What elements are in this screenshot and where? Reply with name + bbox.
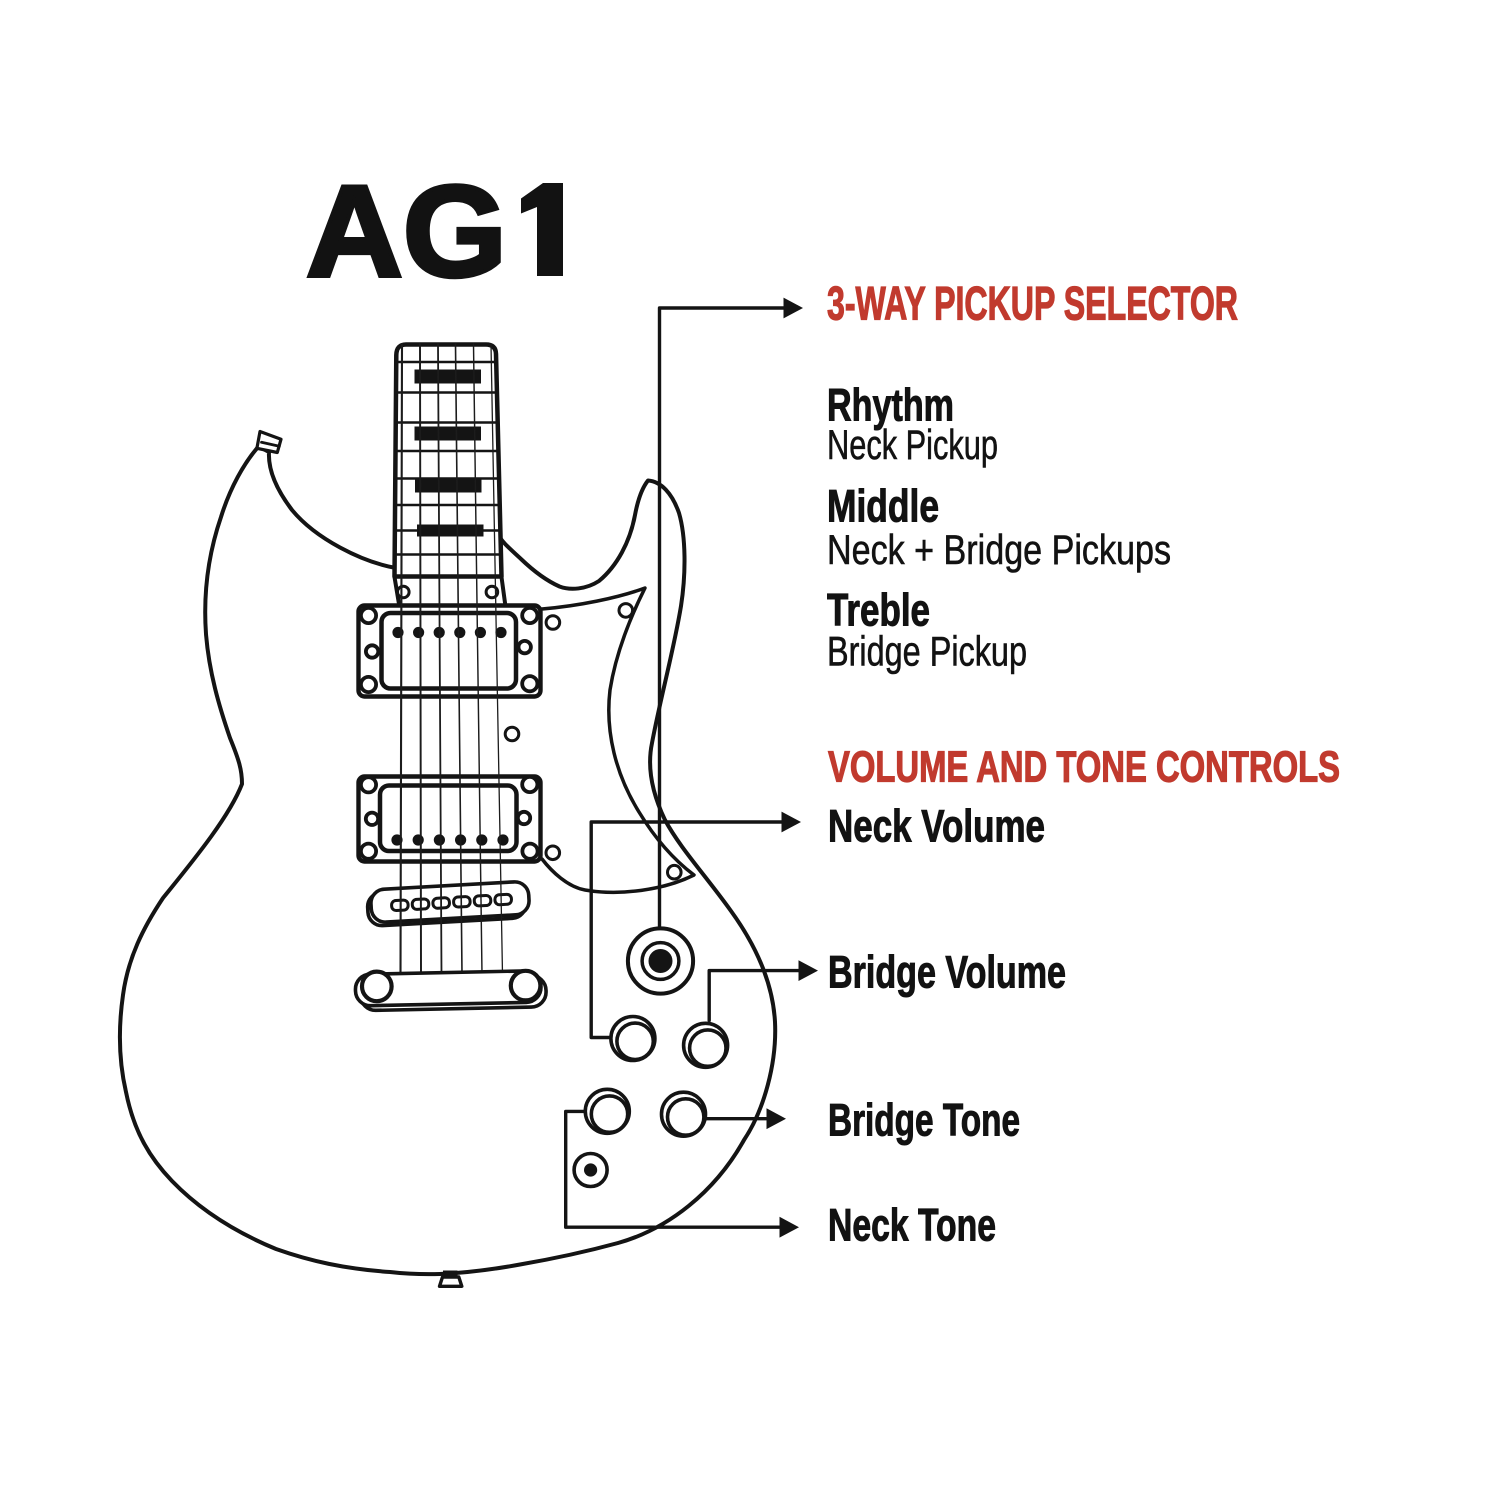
svg-text:Rhythm: Rhythm [827,380,954,431]
svg-text:3-WAY PICKUP SELECTOR: 3-WAY PICKUP SELECTOR [827,277,1238,330]
svg-text:Treble: Treble [827,585,930,636]
svg-text:Neck Tone: Neck Tone [828,1200,996,1251]
svg-text:Neck Volume: Neck Volume [828,801,1045,852]
svg-text:Middle: Middle [827,481,939,532]
svg-text:Neck Pickup: Neck Pickup [827,421,998,468]
svg-text:Bridge Volume: Bridge Volume [828,947,1066,998]
svg-text:AG: AG [306,158,507,304]
svg-text:Bridge Tone: Bridge Tone [828,1095,1020,1146]
svg-text:Neck + Bridge Pickups: Neck + Bridge Pickups [827,526,1171,573]
svg-text:VOLUME AND TONE CONTROLS: VOLUME AND TONE CONTROLS [828,743,1340,792]
svg-text:Bridge Pickup: Bridge Pickup [827,627,1027,674]
